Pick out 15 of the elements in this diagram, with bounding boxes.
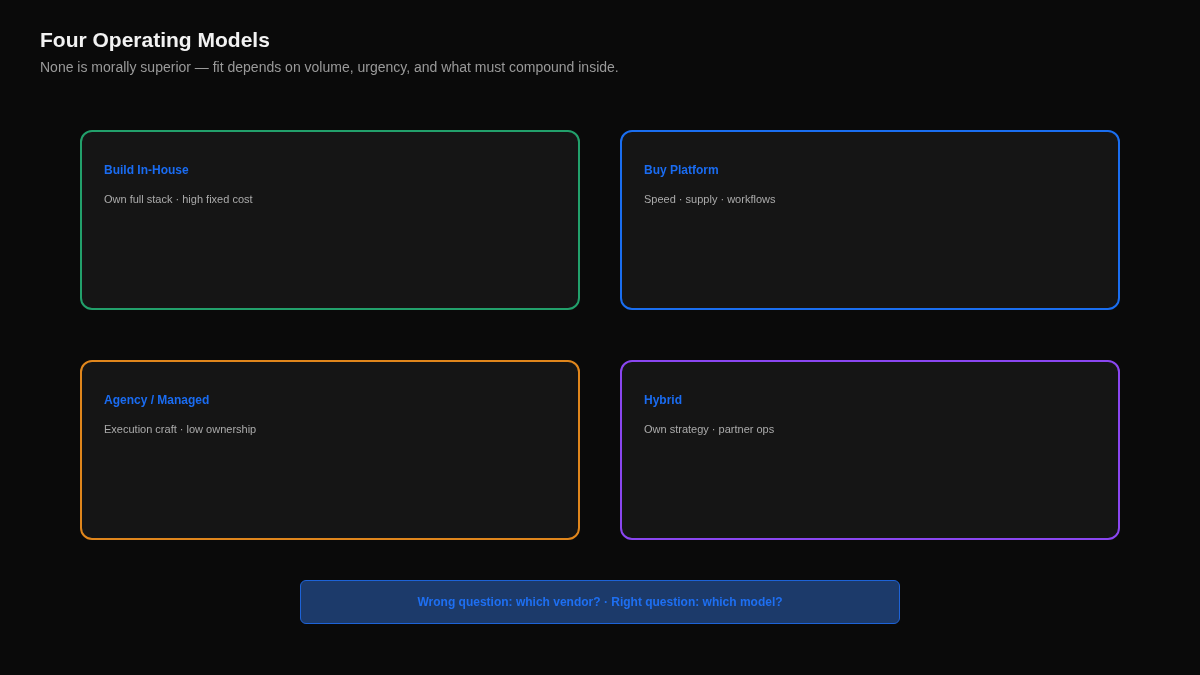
model-card	[80, 360, 580, 540]
model-card	[620, 360, 1120, 540]
card-heading: Buy Platform	[644, 163, 719, 177]
card-description: Execution craft · low ownership	[104, 423, 257, 435]
card-description: Own full stack · high fixed cost	[104, 193, 253, 205]
card-heading: Hybrid	[644, 393, 682, 407]
callout-banner: Wrong question: which vendor? · Right question: which model?	[300, 580, 900, 624]
card-description: Own strategy · partner ops	[644, 423, 775, 435]
model-card	[80, 130, 580, 310]
card-description: Speed · supply · workflows	[644, 193, 776, 205]
card-heading: Agency / Managed	[104, 393, 210, 407]
model-card	[620, 130, 1120, 310]
card-heading: Build In-House	[104, 163, 189, 177]
slide-title: Four Operating Models	[40, 28, 270, 52]
slide-subtitle: None is morally superior — fit depends on volume, urgency, and what must compound inside.	[40, 59, 619, 75]
